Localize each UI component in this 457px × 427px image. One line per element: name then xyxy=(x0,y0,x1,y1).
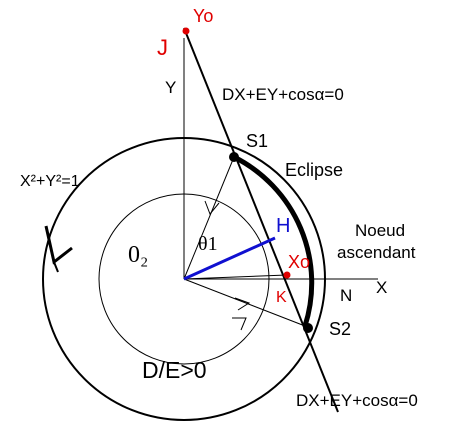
eclipse-arc xyxy=(232,154,315,327)
label-s1: S1 xyxy=(246,131,268,151)
label-circle-eq: X²+Y²=1 xyxy=(20,173,80,190)
arrow-on-radius-s2 xyxy=(234,297,251,311)
label-eclipse: Eclipse xyxy=(285,160,343,180)
label-noeud-line2: ascendant xyxy=(337,243,416,262)
arrow-on-outer-circle xyxy=(44,225,73,265)
label-theta2: 0₂ xyxy=(128,242,148,268)
point-xo xyxy=(283,271,291,279)
arrow-on-radius-s1 xyxy=(204,200,220,215)
perpendicular-oh xyxy=(183,236,276,281)
arrow-on-inner-circle xyxy=(232,317,247,331)
label-j: J xyxy=(157,35,168,60)
label-condition: D/E>0 xyxy=(142,357,207,383)
radius-to-s2 xyxy=(183,278,306,327)
label-yo: Yo xyxy=(193,6,213,26)
radius-to-k xyxy=(183,274,288,280)
label-x-axis: X xyxy=(376,278,387,297)
point-yo xyxy=(182,27,190,35)
label-k: K xyxy=(276,289,287,306)
label-theta1: θ1 xyxy=(198,233,218,255)
secant-line xyxy=(183,27,339,413)
label-line-eq-bottom: DX+EY+cosα=0 xyxy=(296,391,418,410)
label-n: N xyxy=(340,286,352,305)
label-y-axis: Y xyxy=(165,78,176,97)
label-xo: Xo xyxy=(288,252,310,272)
label-h: H xyxy=(276,215,290,237)
radius-to-s1 xyxy=(183,156,235,280)
arrow-tail-outer-circle xyxy=(53,261,59,273)
point-s1 xyxy=(229,152,239,162)
label-noeud-line1: Noeud xyxy=(355,221,405,240)
label-line-eq-top: DX+EY+cosα=0 xyxy=(222,85,344,104)
label-s2: S2 xyxy=(329,319,351,339)
point-s2 xyxy=(303,323,313,333)
